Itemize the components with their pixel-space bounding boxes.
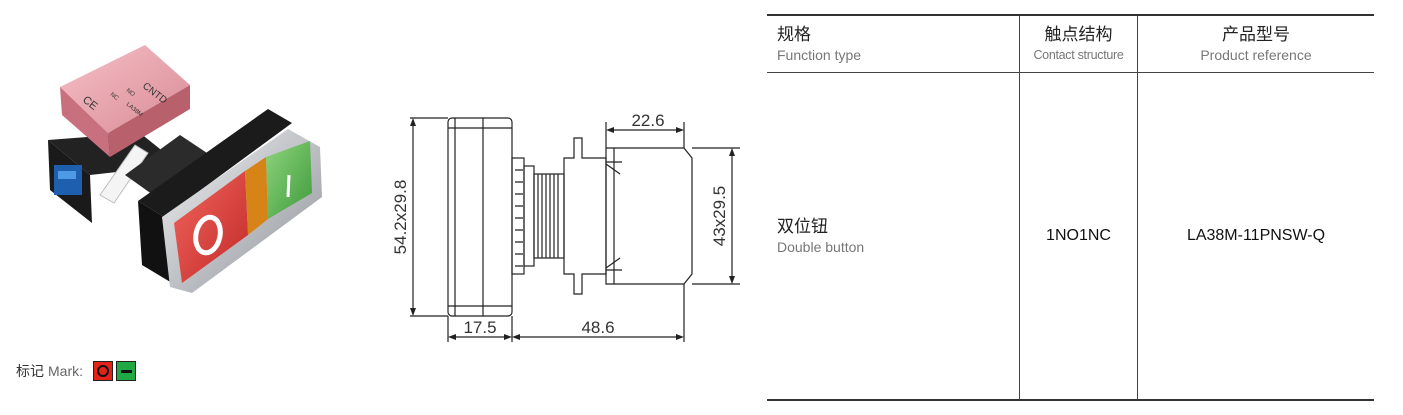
cell-contact-structure: 1NO1NC: [1019, 72, 1138, 401]
header-product-reference: 产品型号 Product reference: [1137, 14, 1374, 73]
mark-label-cn: 标记: [16, 363, 44, 379]
dimension-drawing: 54.2x29.8 43x29.5 22.6 17.5 48.6: [391, 111, 740, 342]
mark-red-o-icon: [93, 361, 113, 381]
product-photo: CNTD LA38M NO CE NC: [48, 45, 322, 293]
dim-module-height-text: 43x29.5: [710, 186, 729, 247]
module-nc-text: NC: [109, 92, 120, 102]
cell-function-type-cn: 双位钮: [777, 217, 828, 236]
table-header-row: 规格 Function type 触点结构 Contact structure …: [767, 14, 1374, 73]
header-contact-structure-cn: 触点结构: [1044, 25, 1113, 44]
mark-legend: 标记 Mark:: [16, 360, 136, 382]
header-product-reference-en: Product reference: [1200, 47, 1312, 63]
dim-head-depth-text: 17.5: [463, 318, 496, 337]
header-contact-structure-en: Contact structure: [1033, 48, 1124, 62]
cell-function-type-en: Double button: [777, 239, 865, 255]
o-symbol: [193, 214, 223, 256]
module-no-text: NO: [125, 88, 136, 98]
dim-total-height-text: 54.2x29.8: [391, 180, 410, 255]
mark-label-en: Mark:: [48, 363, 83, 379]
dim-module-width-text: 22.6: [631, 111, 664, 130]
mark-green-i-icon: [116, 361, 136, 381]
dim-body-length-text: 48.6: [581, 318, 614, 337]
cell-product-reference-value: LA38M-11PNSW-Q: [1186, 227, 1326, 244]
i-symbol: [286, 174, 291, 198]
header-product-reference-cn: 产品型号: [1222, 25, 1290, 44]
cell-contact-structure-value: 1NO1NC: [1046, 227, 1111, 244]
header-function-type-cn: 规格: [777, 25, 811, 44]
header-function-type-en: Function type: [777, 47, 862, 63]
table-row: 双位钮 Double button 1NO1NC LA38M-11PNSW-Q: [767, 72, 1374, 401]
spec-table: 规格 Function type 触点结构 Contact structure …: [767, 14, 1374, 401]
cell-product-reference: LA38M-11PNSW-Q: [1137, 72, 1374, 401]
header-function-type: 规格 Function type: [767, 14, 1020, 73]
cell-function-type: 双位钮 Double button: [767, 72, 1020, 401]
header-contact-structure: 触点结构 Contact structure: [1019, 14, 1138, 73]
